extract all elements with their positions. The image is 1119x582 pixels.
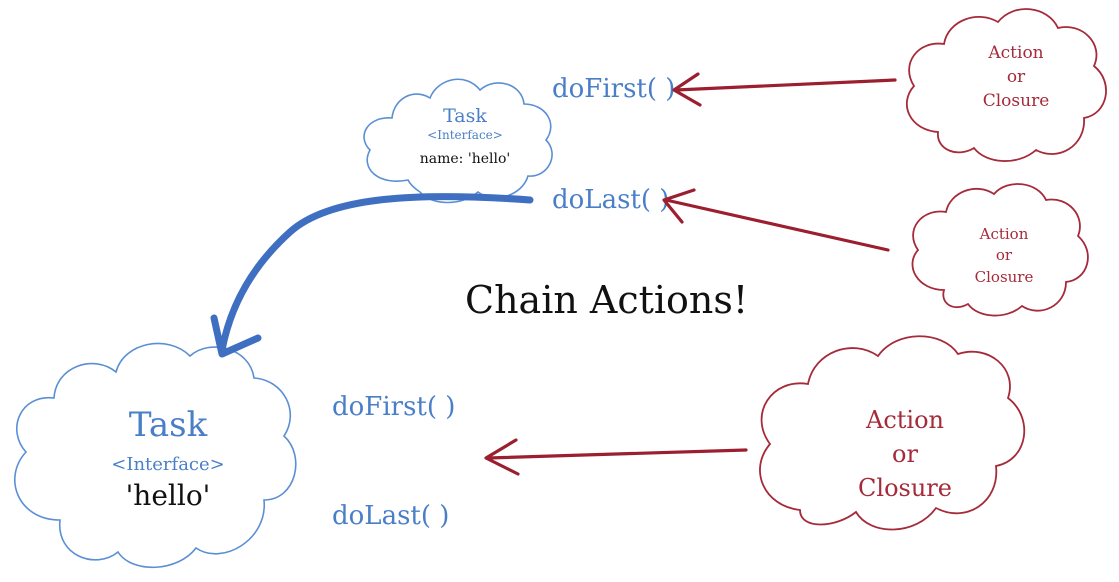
top-dolast-label: doLast( ) [552, 185, 669, 215]
chain-arrow-head [210, 314, 262, 358]
action-cloud-3-outline [759, 335, 1026, 531]
top-dofirst-label: doFirst( ) [552, 74, 675, 104]
action-cloud-1-line2: or [1007, 67, 1026, 87]
arrow-to-bottom-methods [484, 438, 748, 476]
diagram-title: Chain Actions! [465, 278, 748, 322]
top-task-cloud: Task <Interface> name: 'hello' [363, 78, 553, 204]
bottom-dolast-label: doLast( ) [332, 501, 449, 531]
bottom-task-name: 'hello' [126, 479, 211, 512]
action-cloud-2-outline [911, 183, 1089, 317]
arrow-to-bottom-methods-head [484, 438, 520, 476]
arrow-to-top-dolast [662, 188, 890, 252]
bottom-dofirst-label: doFirst( ) [332, 392, 455, 422]
action-cloud-2-line3: Closure [975, 268, 1034, 286]
action-cloud-3-line3: Closure [858, 474, 952, 502]
arrow-to-top-dolast-shaft [664, 198, 890, 252]
action-cloud-1: Action or Closure [905, 8, 1107, 162]
action-cloud-3-line1: Action [865, 406, 944, 434]
top-task-subheading: <Interface> [427, 128, 503, 142]
chain-arrow-shaft [218, 193, 534, 354]
bottom-task-cloud: Task <Interface> 'hello' [14, 342, 297, 569]
arrow-to-top-dolast-head [662, 188, 696, 224]
top-task-heading: Task [443, 105, 487, 127]
action-cloud-2-line1: Action [979, 225, 1029, 243]
chain-arrow [210, 193, 534, 358]
bottom-task-subheading: <Interface> [111, 454, 224, 475]
arrow-to-top-dofirst-shaft [674, 78, 897, 92]
bottom-task-heading: Task [129, 405, 208, 445]
action-cloud-1-line1: Action [987, 43, 1043, 63]
arrow-to-top-dofirst [672, 72, 897, 107]
arrow-to-top-dofirst-head [672, 72, 702, 107]
top-task-name: name: 'hello' [420, 151, 510, 167]
action-cloud-3-line2: or [892, 440, 918, 468]
arrow-to-bottom-methods-shaft [486, 448, 748, 460]
action-cloud-2-line2: or [996, 246, 1013, 264]
action-cloud-3: Action or Closure [759, 335, 1026, 531]
bottom-task-cloud-outline [14, 342, 297, 569]
action-cloud-2: Action or Closure [911, 183, 1089, 317]
action-cloud-1-outline [905, 8, 1107, 162]
action-cloud-1-line3: Closure [983, 91, 1050, 111]
